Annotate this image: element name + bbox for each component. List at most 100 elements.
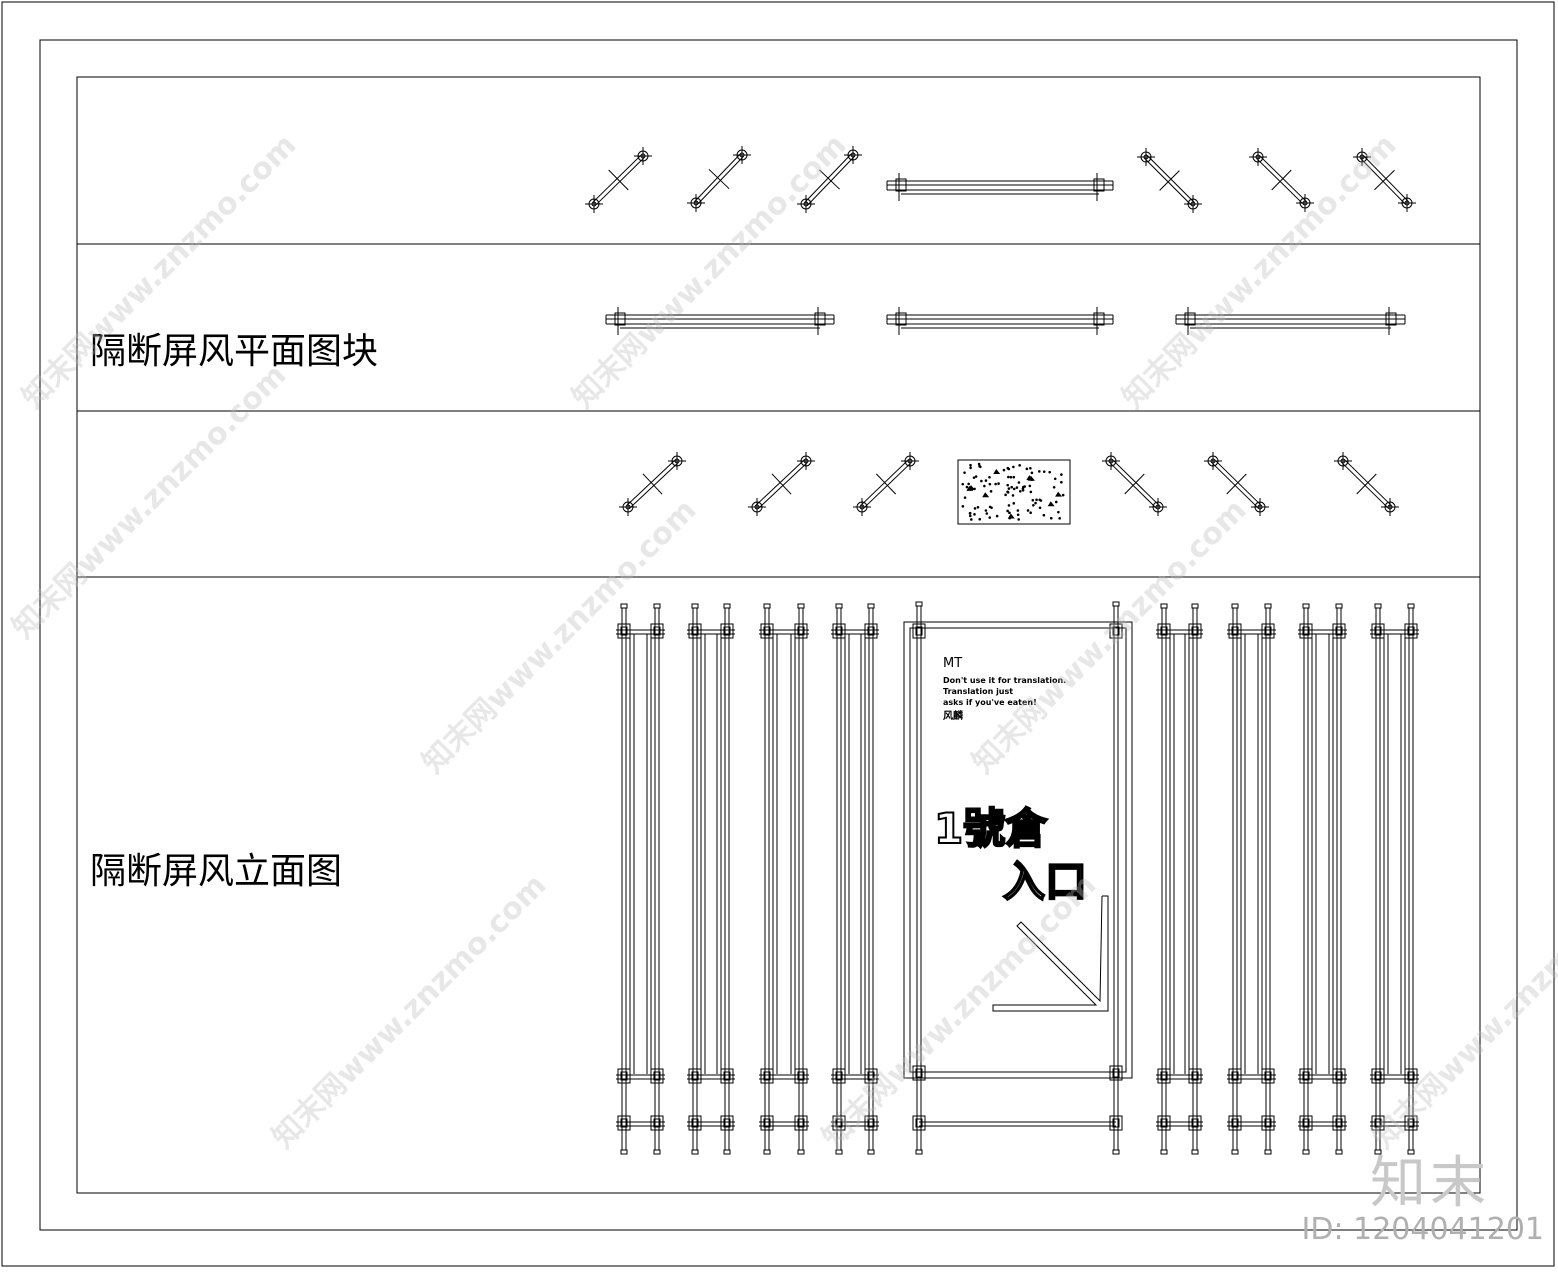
texture-dot: [1054, 500, 1058, 504]
texture-dot: [1061, 493, 1065, 497]
clamp-inner: [1374, 626, 1382, 636]
rod-cap: [1407, 603, 1415, 609]
cross-bar: [708, 168, 730, 190]
texture-dot: [1042, 513, 1046, 517]
clamp-inner: [620, 1118, 628, 1128]
sign-panel-elevation: [903, 601, 1133, 1155]
texture-dot: [1012, 465, 1015, 469]
texture-dot: [1029, 511, 1032, 514]
inner-border: [39, 39, 1518, 1231]
diagonal-screen-plan: [748, 452, 815, 516]
clamp: [688, 1115, 702, 1131]
texture-dot: [1029, 490, 1033, 494]
texture-dot: [1053, 477, 1057, 481]
clamp-inner: [763, 1071, 771, 1081]
clamp-inner: [1112, 1118, 1120, 1128]
texture-dot: [1010, 485, 1014, 489]
clamp: [1109, 1115, 1123, 1131]
texture-dot: [1004, 493, 1007, 497]
texture-dot: [968, 512, 972, 515]
rod-cap: [1191, 1149, 1199, 1155]
clamp-inner: [867, 626, 875, 636]
texture-dot: [967, 482, 970, 486]
elevation-label: 隔断屏风立面图: [90, 851, 343, 892]
texture-dot: [968, 514, 972, 518]
arrow-graphic: [992, 895, 1109, 1012]
texture-dot: [969, 463, 972, 467]
clamp-inner: [915, 1118, 923, 1128]
clip-box: [895, 312, 907, 326]
clamp: [1157, 623, 1171, 639]
texture-dot: [1012, 487, 1016, 491]
texture-chip: [966, 485, 974, 491]
cross-bar: [1271, 169, 1292, 191]
rod-cap: [1335, 603, 1343, 609]
clamp-inner: [1335, 1071, 1343, 1081]
texture-dot: [1042, 470, 1046, 473]
clamp-inner: [1231, 1118, 1239, 1128]
rod-cap: [797, 603, 805, 609]
clamp-inner: [835, 1118, 843, 1128]
clamp-inner: [691, 1118, 699, 1128]
diagonal-screen-plan: [1249, 148, 1314, 212]
clamp: [794, 623, 808, 639]
sign-text-line3: asks if you've eaten!: [943, 698, 1037, 707]
clamp-inner: [1191, 1118, 1199, 1128]
clamp-inner: [691, 1071, 699, 1081]
clamp: [688, 1068, 702, 1084]
texture-dot: [988, 475, 991, 479]
texture-dot: [961, 505, 965, 508]
clip-box: [814, 312, 826, 326]
clamp-inner: [915, 626, 923, 636]
clamp: [832, 1068, 846, 1084]
clip-box: [614, 312, 626, 326]
texture-dot: [1017, 481, 1021, 484]
clamp: [1404, 1115, 1418, 1131]
screen-elevation: [687, 603, 735, 1155]
texture-dot: [1038, 506, 1042, 510]
clamp-inner: [797, 626, 805, 636]
clamp-inner: [1160, 626, 1168, 636]
clamp: [832, 623, 846, 639]
texture-dot: [1060, 473, 1063, 476]
clamp: [760, 1068, 774, 1084]
clamp-inner: [1374, 1118, 1382, 1128]
clamp-inner: [1335, 1118, 1343, 1128]
rod-cap: [915, 601, 923, 607]
clamp: [1332, 623, 1346, 639]
texture-dot: [1017, 518, 1020, 521]
panel-outline: [957, 459, 1071, 525]
texture-dot: [1009, 475, 1013, 479]
texture-dot: [976, 505, 980, 509]
screen-elevation: [759, 603, 809, 1155]
texture-dot: [973, 507, 977, 510]
texture-dot: [1025, 467, 1029, 471]
screen-elevation: [831, 603, 879, 1155]
rod-cap: [1335, 1149, 1343, 1155]
sign-warehouse-title: 1號倉: [933, 803, 1048, 854]
texture-dot: [965, 485, 969, 489]
clamp: [650, 1115, 664, 1131]
clamp: [1299, 623, 1313, 639]
texture-dot: [1034, 501, 1037, 505]
clamp-inner: [1160, 1118, 1168, 1128]
clamp-inner: [1374, 1071, 1382, 1081]
rod-cap: [723, 603, 731, 609]
clamp: [912, 1065, 926, 1081]
clamp-inner: [1264, 1118, 1272, 1128]
screen-elevation: [1227, 603, 1276, 1155]
sign-entrance-title: 入口: [1002, 856, 1088, 907]
texture-dot: [1006, 509, 1009, 513]
rod-cap: [835, 1149, 843, 1155]
table-frame: [76, 76, 1481, 1194]
clamp: [1157, 1115, 1171, 1131]
straight-screen-plan: [886, 307, 1114, 335]
clamp: [794, 1068, 808, 1084]
texture-dot: [978, 517, 982, 521]
clamp: [688, 623, 702, 639]
rod-cap: [867, 603, 875, 609]
clip-box: [895, 178, 907, 192]
texture-dot: [1012, 475, 1016, 479]
cross-bar: [1374, 169, 1395, 191]
